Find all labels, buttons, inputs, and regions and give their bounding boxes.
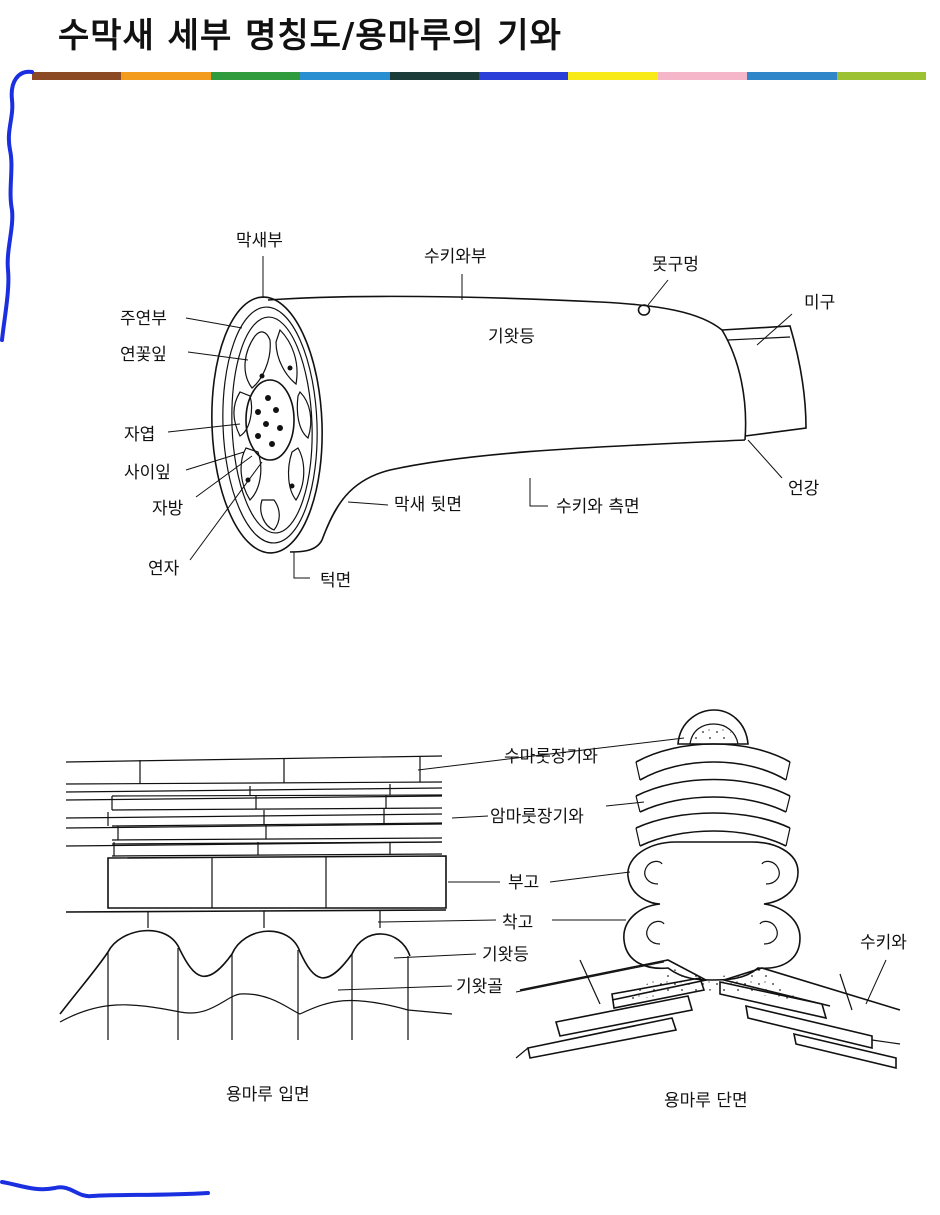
label-migu: 미구 xyxy=(804,293,835,313)
color-bar-segment xyxy=(32,72,122,80)
color-bar-segment xyxy=(657,72,748,80)
ridge-section-drawing xyxy=(499,709,901,1070)
blue-scribble-left xyxy=(0,69,34,342)
color-bar-segment xyxy=(300,72,390,80)
label-teokmyeon: 턱면 xyxy=(320,571,351,591)
label-sukiwabu: 수키와부 xyxy=(424,247,487,267)
label-jayeop: 자엽 xyxy=(124,425,155,445)
blue-scribble-bottom xyxy=(0,1180,210,1199)
label-chakgo: 착고 xyxy=(502,913,533,933)
label-giwatdeung-tile: 기왓등 xyxy=(488,327,535,347)
label-maksae-dwitmyeon: 막새 뒷면 xyxy=(394,495,462,515)
label-bugo: 부고 xyxy=(508,873,539,893)
color-bar-segment xyxy=(121,72,211,80)
caption-section: 용마루 단면 xyxy=(664,1091,748,1111)
caption-elevation: 용마루 입면 xyxy=(226,1085,310,1105)
label-ammarut: 암마룻장기와 xyxy=(490,807,584,827)
label-saiip: 사이잎 xyxy=(124,463,171,483)
label-eongang: 언강 xyxy=(788,479,820,499)
label-giwatgol: 기왓골 xyxy=(456,977,503,997)
ridge-elevation-drawing xyxy=(59,755,501,1040)
color-bar-segment xyxy=(568,72,658,80)
color-bar-segment xyxy=(836,72,927,80)
label-jabang: 자방 xyxy=(152,499,184,519)
color-bar xyxy=(32,72,927,80)
label-juyeonbu: 주연부 xyxy=(120,309,167,329)
label-sumarut: 수마룻장기와 xyxy=(504,747,598,767)
label-sukiwa: 수키와 xyxy=(860,933,907,953)
label-yeonja: 연자 xyxy=(148,559,180,579)
label-sukiwa-cheukmyeon: 수키와 측면 xyxy=(556,497,640,517)
sumaksae-drawing xyxy=(167,256,807,579)
color-bar-segment xyxy=(389,72,480,80)
label-yeonkkotip: 연꽃잎 xyxy=(120,345,167,365)
label-motgumeong: 못구멍 xyxy=(652,255,699,275)
label-maksaebu: 막새부 xyxy=(236,231,283,251)
color-bar-segment xyxy=(210,72,301,80)
label-giwatdeung-ridge: 기왓등 xyxy=(482,945,529,965)
page-title: 수막새 세부 명칭도/용마루의 기와 xyxy=(58,16,562,56)
color-bar-segment xyxy=(479,72,569,80)
color-bar-segment xyxy=(747,72,837,80)
